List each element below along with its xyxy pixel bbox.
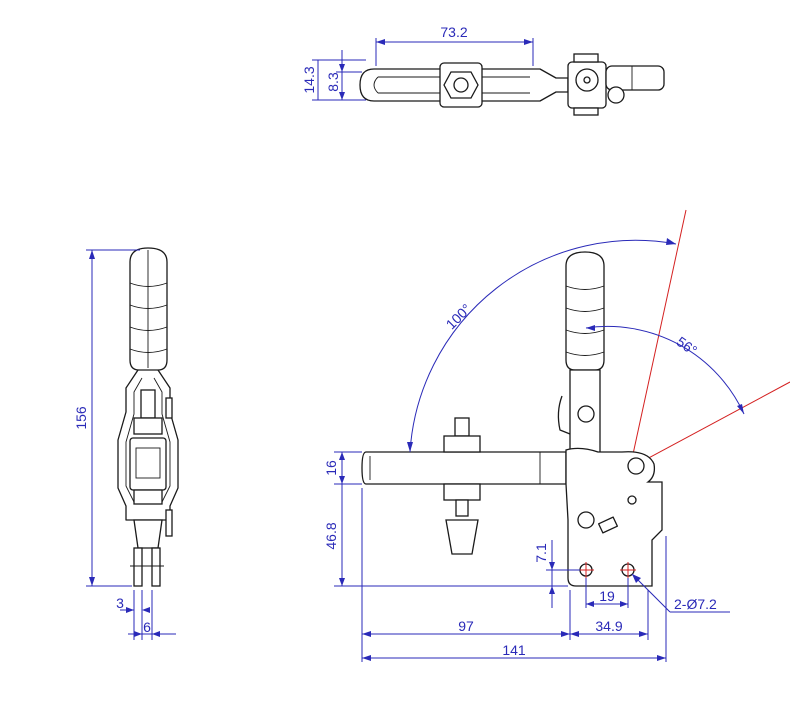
top-view-link-boss <box>607 86 625 104</box>
front-view-spindle-rod <box>455 499 469 517</box>
side-view-linkage-inner <box>125 377 171 503</box>
dim-hole-height: 7.1 <box>533 543 549 563</box>
front-view-grip-ribs <box>565 285 605 356</box>
dim-arrow <box>142 607 150 613</box>
dim-arrow <box>339 64 345 72</box>
dim-arrow <box>570 631 579 637</box>
dim-side-pin-spacing: 6 <box>143 619 151 635</box>
dim-arrow <box>737 404 744 414</box>
side-view: 156 3 6 <box>73 247 179 640</box>
dim-hole-spacing: 19 <box>599 588 615 604</box>
dim-side-pin-width: 3 <box>116 595 124 611</box>
dim-arrow <box>549 586 555 594</box>
centerline-open-56 <box>629 381 790 469</box>
dim-top-inner-height: 8.3 <box>325 72 341 92</box>
dim-arrow <box>639 631 648 637</box>
dim-top-length: 73.2 <box>440 24 467 40</box>
dim-side-height: 156 <box>73 406 89 430</box>
dim-arrow <box>561 631 570 637</box>
front-view-spindle-tip <box>445 519 479 555</box>
dim-arrow <box>339 92 345 100</box>
dim-arrow <box>657 655 666 661</box>
dim-arrow <box>134 631 142 637</box>
front-view-arm <box>361 451 567 485</box>
front-view-lever-pivot <box>577 405 595 423</box>
dim-arrow <box>620 601 628 607</box>
front-view-nut-upper <box>443 435 481 453</box>
dim-arrow <box>89 577 95 586</box>
centerline-open-100 <box>629 209 687 469</box>
dim-arrow <box>339 452 345 460</box>
front-view-base <box>565 447 663 587</box>
dim-top-outer-height: 14.3 <box>301 66 317 93</box>
front-view-main-pivot <box>627 457 645 475</box>
top-view-pivot-center <box>583 76 591 84</box>
angle-open-label: 100° <box>443 301 475 333</box>
dim-arrow <box>376 39 385 45</box>
side-view-body-inset <box>135 447 161 479</box>
side-view-leg-left <box>133 547 143 587</box>
arc-angle-56 <box>585 325 745 415</box>
side-view-grip-ribs <box>129 250 168 368</box>
side-view-side-pin <box>165 397 173 419</box>
top-view-pivot-bottom <box>573 107 599 116</box>
dim-arrow <box>632 574 641 583</box>
dim-overall-length: 141 <box>502 642 526 658</box>
dim-arrow <box>126 607 134 613</box>
side-view-spindle-top <box>140 389 156 419</box>
front-view-grip <box>565 251 605 371</box>
dim-arrow <box>362 631 371 637</box>
dim-arrow <box>549 562 555 570</box>
dim-base-depth: 34.9 <box>595 618 622 634</box>
top-view-pivot-pin <box>575 68 599 92</box>
side-view-spindle-tip <box>133 519 163 549</box>
side-view-side-pin <box>165 509 173 537</box>
top-view-handle <box>605 65 665 91</box>
dim-arrow <box>89 250 95 259</box>
dim-arrow <box>524 39 533 45</box>
side-view-body <box>129 437 167 491</box>
dim-arm-reach: 97 <box>458 618 474 634</box>
front-view-nut-lower <box>443 483 481 501</box>
front-view: 100° 56° 16 46.8 7.1 19 2-Ø7.2 <box>323 209 790 662</box>
dim-arrow <box>152 631 160 637</box>
top-view-pivot-top <box>573 53 599 63</box>
dim-arm-height: 46.8 <box>323 522 339 549</box>
side-view-nut-upper <box>133 417 163 435</box>
front-view-slot <box>597 516 619 534</box>
hole-callout: 2-Ø7.2 <box>674 596 717 612</box>
top-view: 73.2 14.3 8.3 <box>301 24 665 116</box>
side-view-nut-lower <box>133 489 163 505</box>
dim-arrow <box>586 325 595 331</box>
front-view-lever-link <box>557 395 571 435</box>
front-view-small-hole <box>627 495 637 505</box>
dim-arrow <box>339 578 345 586</box>
top-view-arm <box>359 68 569 102</box>
dim-arrow <box>586 601 594 607</box>
top-view-hex-nut <box>443 71 479 99</box>
top-view-spindle <box>453 77 469 93</box>
dim-arrow <box>407 442 413 452</box>
front-view-spindle-top <box>454 417 470 437</box>
dim-arrow <box>362 655 371 661</box>
front-view-link-pin <box>577 511 595 529</box>
arc-angle-100 <box>409 239 677 453</box>
dim-arrow <box>339 476 345 484</box>
side-view-grip <box>129 247 168 371</box>
dim-arrow <box>666 238 676 245</box>
side-view-leg-right <box>151 547 161 587</box>
dim-arm-thickness: 16 <box>323 460 339 476</box>
